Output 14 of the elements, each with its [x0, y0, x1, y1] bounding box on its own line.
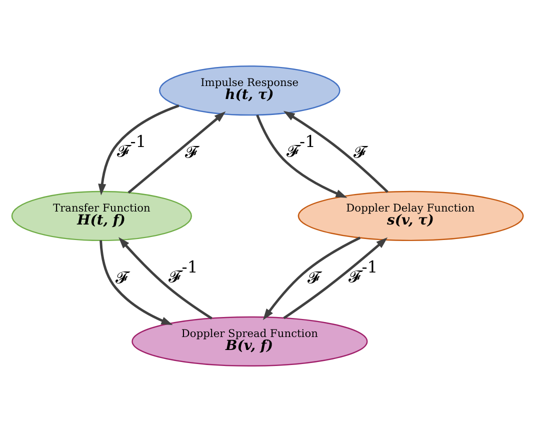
- arrow: [256, 114, 348, 198]
- edge-label: 𝓕: [185, 142, 198, 162]
- node-ellipse: Transfer Function H(t, f): [11, 190, 192, 242]
- edge-label: 𝓕: [308, 268, 320, 287]
- arrow: [118, 237, 212, 320]
- arrow: [128, 111, 226, 194]
- arrow: [283, 237, 388, 320]
- arrow: [262, 236, 361, 320]
- node-ellipse: Impulse Response h(t, τ): [159, 66, 340, 116]
- arrow: [98, 104, 180, 196]
- arrow: [283, 110, 388, 193]
- edge-label: 𝓕: [354, 142, 366, 162]
- edge-label: 𝓕: [116, 268, 128, 287]
- arrow: [100, 240, 173, 326]
